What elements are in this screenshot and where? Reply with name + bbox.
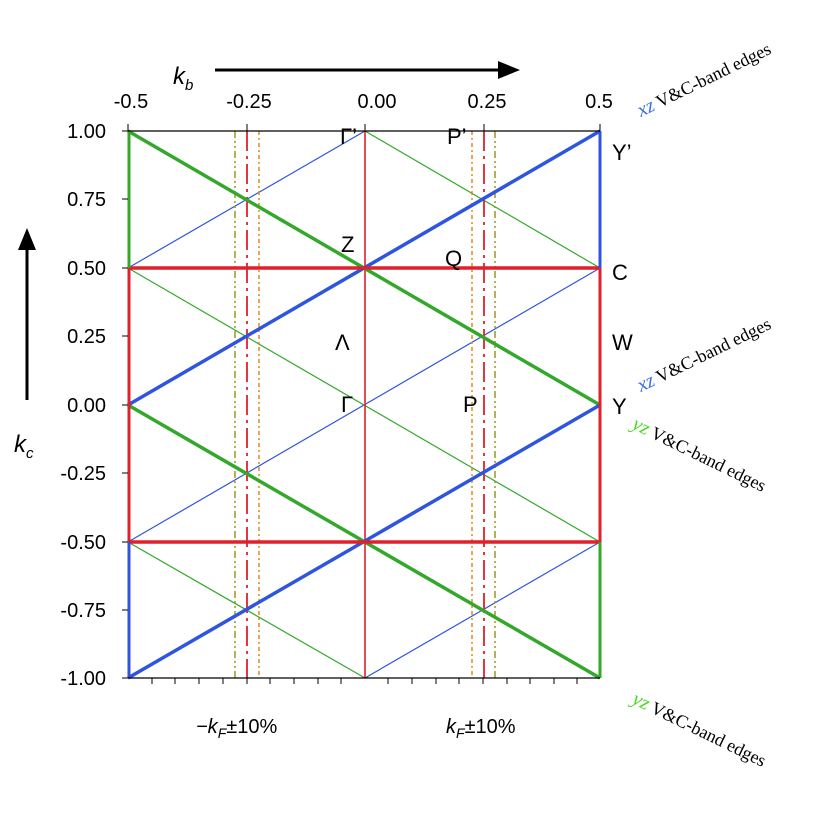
band-edge-label-xz-middle: xzV&C-band edges bbox=[633, 313, 775, 397]
point-label-lambda: Λ bbox=[335, 330, 350, 355]
svg-text:yzV&C-band edges: yzV&C-band edges bbox=[627, 687, 770, 772]
point-label-p: P bbox=[463, 392, 478, 417]
point-label-q: Q bbox=[445, 246, 462, 271]
kb-tick-label: 0.00 bbox=[358, 91, 397, 113]
kc-tick-label: 1.00 bbox=[67, 121, 106, 143]
neg-kf-label: −kF±10% bbox=[196, 716, 277, 741]
left-ticks bbox=[122, 130, 128, 679]
point-label-y: Y bbox=[612, 394, 627, 419]
kb-tick-label: -0.25 bbox=[226, 91, 272, 113]
kc-tick-label: 0.75 bbox=[67, 189, 106, 211]
svg-text:xzV&C-band edges: xzV&C-band edges bbox=[633, 313, 775, 397]
point-label-w: W bbox=[612, 330, 633, 355]
kb-axis-arrow bbox=[215, 61, 520, 79]
band-edge-text: V&C-band edges bbox=[648, 423, 770, 496]
band-edge-label-yz-bottom: yzV&C-band edges bbox=[627, 687, 770, 772]
band-edge-text: V&C-band edges bbox=[653, 314, 775, 387]
red-horizontal-lines bbox=[128, 266, 600, 544]
kc-tick-label: 0.25 bbox=[67, 326, 106, 348]
kb-tick-labels: -0.5 -0.25 0.00 0.25 0.5 bbox=[114, 91, 613, 113]
point-label-y-prime: Y’ bbox=[612, 140, 632, 165]
yz-thin-lines bbox=[127, 130, 601, 679]
kc-tick-label: -1.00 bbox=[60, 668, 106, 690]
band-edge-label-xz-top: xzV&C-band edges bbox=[633, 38, 775, 122]
top-ticks bbox=[127, 124, 601, 131]
kc-tick-label: 0.50 bbox=[67, 258, 106, 280]
kb-tick-label: -0.5 bbox=[114, 91, 148, 113]
point-label-z: Z bbox=[341, 232, 354, 257]
kc-tick-label: -0.75 bbox=[60, 600, 106, 622]
fermi-lines-negative bbox=[234, 131, 260, 678]
svg-text:yzV&C-band edges: yzV&C-band edges bbox=[627, 412, 770, 497]
point-label-p-prime: P’ bbox=[447, 124, 467, 149]
kb-axis-label: kb bbox=[173, 63, 193, 94]
point-label-gamma: Γ bbox=[341, 392, 353, 417]
band-edge-text: V&C-band edges bbox=[653, 39, 775, 112]
svg-text:xzV&C-band edges: xzV&C-band edges bbox=[633, 38, 775, 122]
kc-tick-labels: 1.00 0.75 0.50 0.25 0.00 -0.25 -0.50 -0.… bbox=[60, 121, 106, 690]
kb-tick-label: 0.5 bbox=[585, 91, 613, 113]
kc-tick-label: 0.00 bbox=[67, 395, 106, 417]
bottom-ticks bbox=[151, 678, 578, 684]
kb-tick-label: 0.25 bbox=[468, 91, 507, 113]
symmetry-point-labels: Γ’ P’ Y’ Z Q C Λ W Γ P Y bbox=[335, 124, 633, 419]
band-edge-label-yz-middle: yzV&C-band edges bbox=[627, 412, 770, 497]
kc-tick-label: -0.25 bbox=[60, 463, 106, 485]
point-label-c: C bbox=[612, 260, 628, 285]
band-edge-text: V&C-band edges bbox=[648, 698, 770, 771]
kc-axis-arrow bbox=[18, 228, 36, 400]
kc-tick-label: -0.50 bbox=[60, 532, 106, 554]
kc-axis-label: kc bbox=[14, 431, 34, 462]
point-label-gamma-prime: Γ’ bbox=[340, 124, 357, 149]
pos-kf-label: kF±10% bbox=[446, 716, 516, 741]
fermi-lines-positive bbox=[471, 131, 496, 678]
